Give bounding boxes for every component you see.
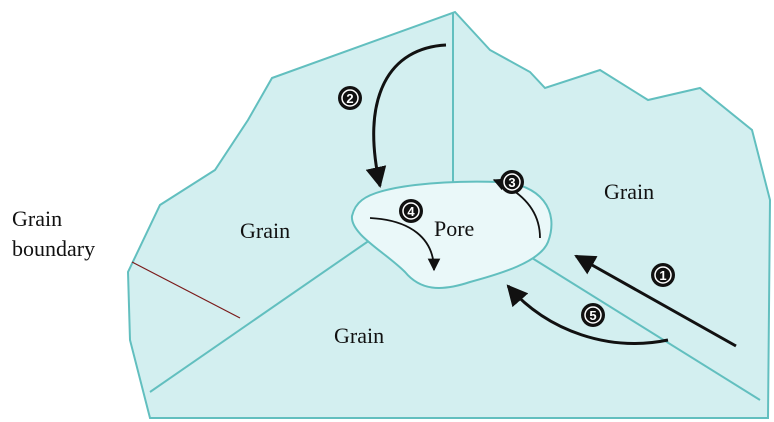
grain-label-left: Grain bbox=[240, 218, 290, 243]
grain-boundary-label-line2: boundary bbox=[12, 236, 95, 261]
step-number-2: 2 bbox=[346, 91, 353, 106]
step-badge-3: 3 bbox=[500, 170, 524, 194]
step-badge-4: 4 bbox=[399, 199, 423, 223]
grain-boundary-label-line1: Grain bbox=[12, 206, 62, 231]
step-number-3: 3 bbox=[508, 175, 515, 190]
grain-label-bottom: Grain bbox=[334, 323, 384, 348]
step-badge-1: 1 bbox=[651, 263, 675, 287]
step-number-5: 5 bbox=[589, 308, 596, 323]
step-badge-2: 2 bbox=[338, 86, 362, 110]
grain-label-top-right: Grain bbox=[604, 179, 654, 204]
step-number-1: 1 bbox=[659, 268, 666, 283]
step-number-4: 4 bbox=[407, 204, 415, 219]
pore-label: Pore bbox=[434, 216, 474, 241]
step-badge-5: 5 bbox=[581, 303, 605, 327]
